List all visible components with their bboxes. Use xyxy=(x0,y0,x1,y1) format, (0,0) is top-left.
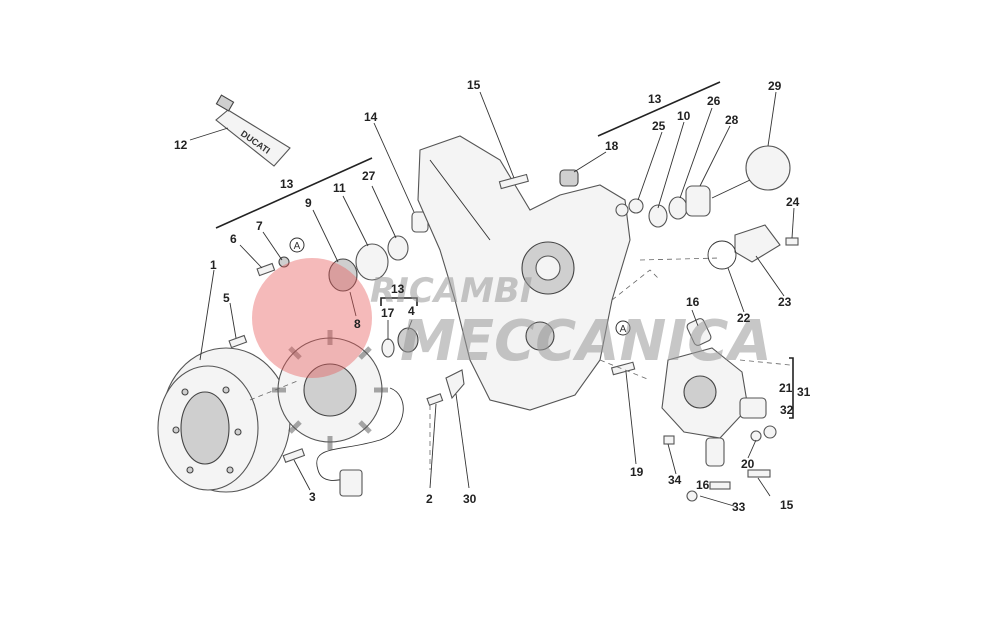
watermark-line2: MECCANICA xyxy=(400,309,772,374)
generator-cover xyxy=(417,135,631,411)
callout-16-bottom: 16 xyxy=(696,478,710,492)
callout-11: 11 xyxy=(333,181,346,195)
wire-connector xyxy=(339,469,363,497)
assembly-line-3 xyxy=(611,269,661,301)
callout-28: 28 xyxy=(725,113,739,127)
reference-mark-a-1: A xyxy=(289,237,305,253)
callout-26: 26 xyxy=(707,94,721,108)
flywheel-rotor xyxy=(157,347,291,493)
gasket-23 xyxy=(734,224,781,263)
callout-7: 7 xyxy=(256,219,263,233)
bearing-9 xyxy=(328,258,358,292)
bolt-5 xyxy=(228,334,248,349)
bolt-6 xyxy=(256,262,276,277)
callout-30: 30 xyxy=(463,492,477,506)
callout-22: 22 xyxy=(737,311,751,325)
bolt-15-bottom xyxy=(747,469,771,478)
callout-31: 31 xyxy=(797,385,811,399)
callout-3: 3 xyxy=(309,490,316,504)
callout-9: 9 xyxy=(305,196,312,210)
callout-15-bottom: 15 xyxy=(780,498,794,512)
shim-10 xyxy=(648,204,668,228)
callout-5: 5 xyxy=(223,291,230,305)
water-pump xyxy=(661,318,767,467)
bracket-31 xyxy=(789,357,794,419)
bearing-11 xyxy=(355,243,389,281)
callout-34: 34 xyxy=(668,473,682,487)
svg-text:A: A xyxy=(620,324,627,335)
shim-27 xyxy=(387,235,409,261)
bolt-15-top xyxy=(498,173,529,190)
callout-33: 33 xyxy=(732,500,746,514)
screw-2 xyxy=(426,393,444,406)
washer-32 xyxy=(763,425,777,439)
callout-2: 2 xyxy=(426,492,433,506)
bracket-13-middle xyxy=(380,297,418,306)
callout-23: 23 xyxy=(778,295,792,309)
washer-25a xyxy=(615,203,629,217)
callout-32: 32 xyxy=(780,403,794,417)
stator-wire xyxy=(316,387,404,481)
washer-33 xyxy=(686,490,698,502)
bracket-13-right xyxy=(597,81,721,137)
stator xyxy=(272,330,388,450)
callout-8: 8 xyxy=(354,317,361,331)
callout-1: 1 xyxy=(210,258,217,272)
grease-tube: DUCATI xyxy=(215,94,291,167)
bolt-3 xyxy=(282,448,306,463)
clip-30 xyxy=(445,369,465,400)
callout-18: 18 xyxy=(605,139,619,153)
callout-12: 12 xyxy=(174,138,188,152)
callout-15-top: 15 xyxy=(467,78,481,92)
bearing-4 xyxy=(397,327,419,353)
callout-19: 19 xyxy=(630,465,644,479)
oring-22 xyxy=(707,240,737,270)
leader-lines xyxy=(189,91,795,507)
callout-13-right: 13 xyxy=(648,92,662,106)
assembly-line-2 xyxy=(639,257,721,261)
impeller-29 xyxy=(745,145,791,191)
bolt-24 xyxy=(785,237,799,246)
washer-21 xyxy=(750,430,762,442)
callout-10: 10 xyxy=(677,109,691,123)
callout-24: 24 xyxy=(786,195,800,209)
watermark-line1: RICAMBI xyxy=(370,271,533,311)
seal-18 xyxy=(559,169,579,187)
shim-26 xyxy=(668,196,688,220)
callout-20: 20 xyxy=(741,457,755,471)
bracket-13-left xyxy=(215,157,373,229)
callout-4: 4 xyxy=(408,304,415,318)
callout-14: 14 xyxy=(364,110,378,124)
bolt-16-bottom xyxy=(709,481,731,490)
callout-13-middle: 13 xyxy=(391,282,405,296)
watermark-logo: RICAMBI MECCANICA xyxy=(252,258,772,378)
callout-6: 6 xyxy=(230,232,237,246)
washer-25b xyxy=(628,198,644,214)
callout-13-left: 13 xyxy=(280,177,294,191)
callout-21: 21 xyxy=(779,381,793,395)
callout-27: 27 xyxy=(362,169,376,183)
bolt-19 xyxy=(610,361,636,376)
callout-25: 25 xyxy=(652,119,666,133)
callout-labels: 1 2 3 4 5 6 7 8 9 10 11 12 13 13 13 14 1… xyxy=(174,78,811,514)
callout-17: 17 xyxy=(381,306,395,320)
reference-mark-a-2: A xyxy=(615,320,631,336)
bearing-28 xyxy=(685,185,711,217)
screw-34 xyxy=(663,435,675,445)
callout-16-pump: 16 xyxy=(686,295,700,309)
svg-text:A: A xyxy=(294,241,301,252)
callout-29: 29 xyxy=(768,79,782,93)
seal-17 xyxy=(381,338,395,358)
